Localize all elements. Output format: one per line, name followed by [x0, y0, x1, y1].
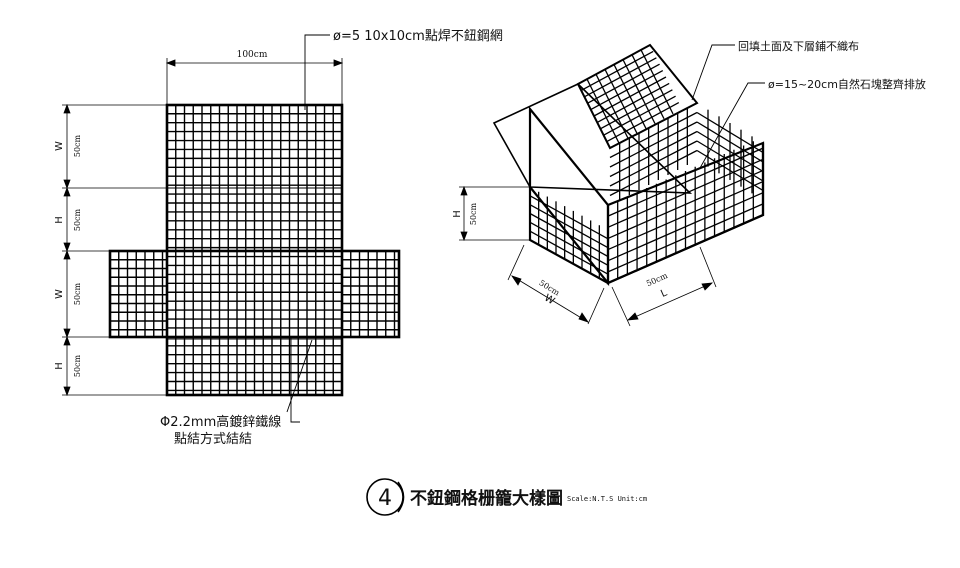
mesh-wire: [696, 111, 764, 154]
mesh-wire: [529, 221, 609, 266]
mesh-wire: [609, 121, 698, 168]
side-flaps-outline: [108, 249, 401, 339]
mesh-wire: [696, 149, 764, 192]
detail-number: 4: [378, 486, 392, 511]
dim-w-label: W: [54, 289, 65, 299]
mesh-wire: [609, 111, 698, 159]
backfill-callout: 回填土面及下層鋪不織布: [738, 39, 859, 53]
dim-left-vertical: [62, 103, 167, 397]
flat-pattern: [108, 103, 401, 397]
mesh-wire: [529, 204, 609, 249]
mesh-wire: [609, 130, 698, 178]
iso-dim-l: [611, 246, 717, 327]
mesh-wire: [584, 57, 657, 98]
dim-h-label: H: [54, 362, 65, 370]
wire-tie-leader: [286, 338, 313, 423]
mesh-wire: [606, 102, 680, 143]
dim-h-label: H: [54, 216, 65, 224]
mesh-wire: [607, 203, 764, 273]
mesh-wire: [603, 95, 676, 136]
mesh-wire: [607, 192, 764, 262]
dim-width-top-label: 100cm: [237, 50, 268, 60]
dim-50cm-label: 50cm: [73, 282, 82, 305]
mesh-wire: [696, 140, 764, 182]
mesh-wire: [607, 180, 764, 251]
title-bracket: [397, 481, 405, 513]
stone-callout: ø=15~20cm自然石塊整齊排放: [768, 77, 926, 91]
scale-note: Scale:N.T.S Unit:cm: [567, 495, 647, 503]
iso-bottom-right-edge: [607, 143, 765, 285]
mesh-wire: [696, 121, 764, 163]
iso-lid-outline: [492, 83, 693, 194]
mesh-wire: [580, 50, 654, 91]
iso-h-50cm-label: 50cm: [469, 202, 478, 225]
dim-width-top: [165, 58, 344, 105]
wire-tie-callout-line2: 點結方式結結: [174, 431, 252, 447]
mesh-wire: [609, 149, 698, 197]
dim-50cm-label: 50cm: [73, 208, 82, 231]
mesh-wire: [600, 89, 673, 130]
mesh-wire: [696, 130, 764, 173]
mesh-wire: [590, 70, 664, 111]
stone-leader: [699, 82, 765, 169]
dim-w-label: W: [54, 141, 65, 151]
iso-dim-h: [459, 185, 530, 242]
iso-h-label: H: [452, 210, 463, 218]
dim-50cm-label: 50cm: [73, 354, 82, 377]
wire-tie-callout-line1: Φ2.2mm高鍍鋅鐵線: [160, 414, 281, 430]
dim-50cm-label: 50cm: [73, 134, 82, 157]
iso-l-label: L: [659, 287, 669, 299]
isometric-gabion: [492, 43, 765, 287]
mesh-wire: [607, 147, 764, 217]
backfill-leader: [691, 44, 735, 101]
iso-dim-w: [507, 244, 605, 325]
mesh-wire: [607, 169, 764, 240]
iso-l-50cm-label: 50cm: [645, 271, 669, 288]
mesh-wire: [596, 82, 670, 123]
mesh-spec-callout: ø=5 10x10cm點焊不鈕鋼網: [333, 28, 503, 44]
iso-mesh-panel-outline: [576, 43, 699, 150]
dim-left-labels: W 50cm H 50cm W 50cm H 50cm: [54, 134, 82, 377]
drawing-title: 不鈕鋼格栅籠大樣圖: [410, 488, 563, 509]
mesh-wire: [587, 63, 660, 104]
iso-face-left-outline: [528, 105, 610, 287]
mesh-wire: [593, 76, 667, 117]
mesh-spec-leader: [304, 34, 330, 110]
mesh-wire: [609, 140, 698, 187]
